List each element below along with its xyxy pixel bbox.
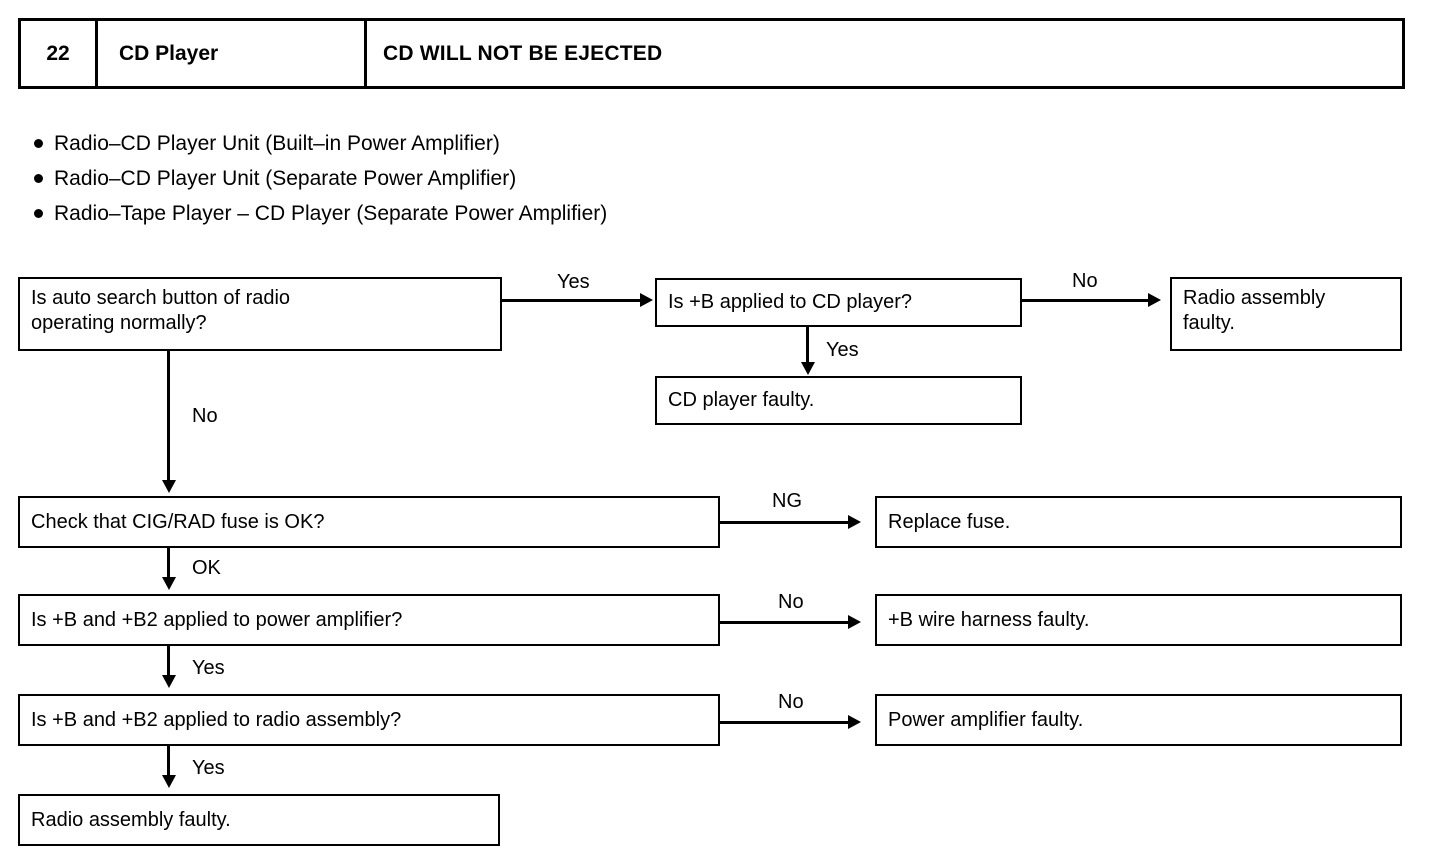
edge-label-b-radio-no: No [778, 691, 804, 713]
node-radio-assembly-faulty-bottom: Radio assembly faulty. [18, 794, 500, 846]
node-auto-search-line2: operating normally? [31, 312, 207, 334]
bullet-dot-icon [34, 209, 43, 218]
edge-label-b-amp-no: No [778, 591, 804, 613]
edge-b-cd-no-line [1022, 299, 1150, 302]
edge-b-amp-no-arrowhead [848, 615, 861, 629]
node-b-cd-question: Is +B applied to CD player? [655, 278, 1022, 327]
edge-b-radio-yes-line [167, 746, 170, 778]
node-b-radio-question: Is +B and +B2 applied to radio assembly? [18, 694, 720, 746]
list-item-label: Radio–CD Player Unit (Built–in Power Amp… [54, 132, 500, 155]
node-radio-assembly-faulty-top-line1: Radio assembly [1183, 287, 1326, 309]
edge-b-amp-no-line [720, 621, 850, 624]
edge-b-radio-no-line [720, 721, 850, 724]
list-item-label: Radio–CD Player Unit (Separate Power Amp… [54, 167, 517, 190]
node-replace-fuse: Replace fuse. [875, 496, 1402, 548]
edge-auto-search-no-line [167, 351, 170, 483]
list-item: Radio–CD Player Unit (Separate Power Amp… [34, 163, 934, 198]
edge-fuse-ok-line [167, 548, 170, 580]
edge-b-cd-yes-arrowhead [801, 362, 815, 375]
edge-label-fuse-ng: NG [772, 490, 802, 512]
edge-fuse-ok-arrowhead [162, 577, 176, 590]
edge-b-radio-yes-arrowhead [162, 775, 176, 788]
edge-b-amp-yes-line [167, 646, 170, 678]
edge-label-b-amp-yes: Yes [192, 657, 225, 679]
applicable-units-list: Radio–CD Player Unit (Built–in Power Amp… [34, 128, 934, 233]
edge-label-b-radio-yes: Yes [192, 757, 225, 779]
edge-auto-search-no-arrowhead [162, 480, 176, 493]
header-cell-symptom: CD WILL NOT BE EJECTED [383, 41, 663, 65]
edge-label-auto-search-no: No [192, 405, 218, 427]
edge-label-b-cd-no: No [1072, 270, 1098, 292]
edge-b-amp-yes-arrowhead [162, 675, 176, 688]
edge-label-b-cd-yes: Yes [826, 339, 859, 361]
edge-auto-search-yes-arrowhead [640, 293, 653, 307]
bullet-dot-icon [34, 174, 43, 183]
edge-b-cd-no-arrowhead [1148, 293, 1161, 307]
header-cell-system: CD Player [98, 21, 367, 86]
edge-label-auto-search-yes: Yes [557, 271, 590, 293]
node-auto-search-line1: Is auto search button of radio [31, 287, 291, 309]
bullet-dot-icon [34, 139, 43, 148]
node-radio-assembly-faulty-top-line2: faulty. [1183, 312, 1235, 334]
edge-label-fuse-ok: OK [192, 557, 221, 579]
edge-b-radio-no-arrowhead [848, 715, 861, 729]
edge-fuse-ng-line [720, 521, 850, 524]
header-cell-number: 22 [21, 21, 98, 86]
edge-b-cd-yes-line [806, 327, 809, 365]
node-cd-player-faulty: CD player faulty. [655, 376, 1022, 425]
node-radio-assembly-faulty-top: Radio assembly faulty. [1170, 277, 1402, 351]
edge-fuse-ng-arrowhead [848, 515, 861, 529]
list-item-label: Radio–Tape Player – CD Player (Separate … [54, 202, 608, 225]
node-b-wire-harness-faulty: +B wire harness faulty. [875, 594, 1402, 646]
list-item: Radio–Tape Player – CD Player (Separate … [34, 198, 934, 233]
edge-auto-search-yes-line [502, 299, 642, 302]
node-fuse-check-question: Check that CIG/RAD fuse is OK? [18, 496, 720, 548]
symptom-header-table: 22 CD Player CD WILL NOT BE EJECTED [18, 18, 1405, 89]
node-auto-search-question: Is auto search button of radio operating… [18, 277, 502, 351]
node-b-power-amp-question: Is +B and +B2 applied to power amplifier… [18, 594, 720, 646]
node-power-amplifier-faulty: Power amplifier faulty. [875, 694, 1402, 746]
list-item: Radio–CD Player Unit (Built–in Power Amp… [34, 128, 934, 163]
